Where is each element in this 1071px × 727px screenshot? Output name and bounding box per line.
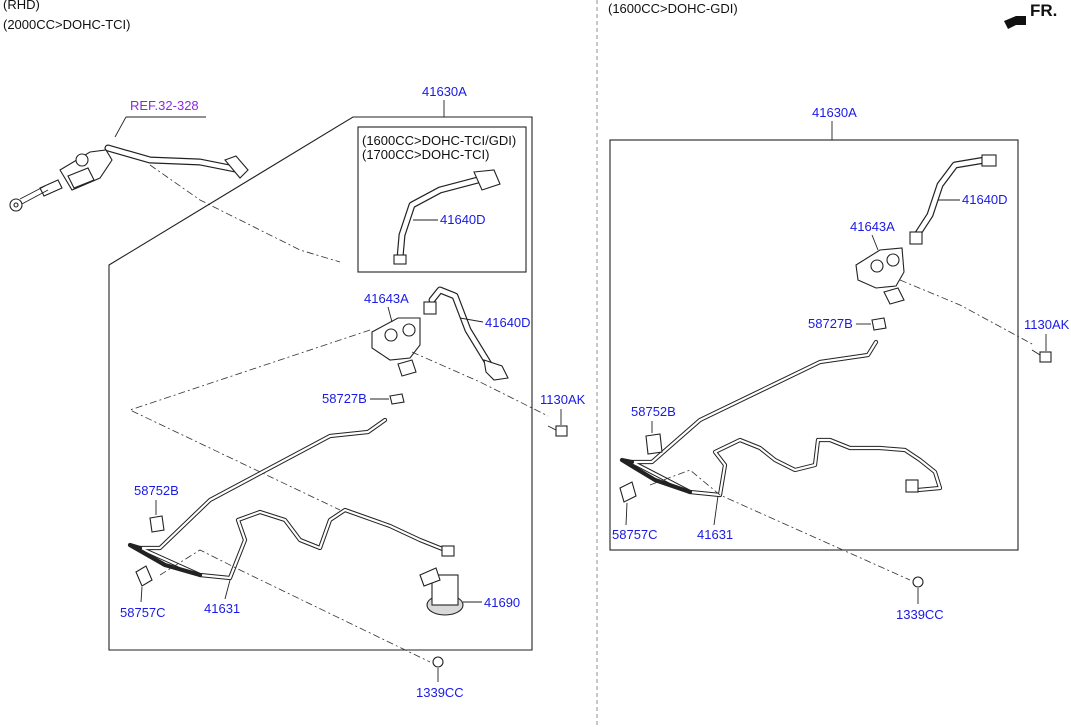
right-assembly-frame [609, 139, 1019, 551]
left-pipe-leader [224, 579, 231, 600]
right-hose-label[interactable]: 41640D [962, 192, 1008, 207]
right-clamp-58757c [619, 481, 637, 503]
right-hose-drawing [909, 154, 997, 245]
right-clip-58752b [645, 433, 663, 455]
inset-variant-line2: (1700CC>DOHC-TCI) [362, 147, 490, 162]
left-release-cylinder [419, 545, 464, 616]
left-hose-leader [459, 317, 484, 323]
left-clip2-label[interactable]: 58752B [134, 483, 179, 498]
left-nut-1339cc [432, 656, 444, 668]
left-clip-58752b [149, 515, 165, 533]
right-assembly-label[interactable]: 41630A [812, 105, 857, 120]
master-cylinder-drawing [9, 144, 249, 212]
front-label: FR. [1030, 1, 1057, 20]
left-bracket-drawing [371, 317, 421, 377]
front-arrow-icon [1004, 16, 1026, 29]
right-bracket-drawing [855, 247, 905, 305]
right-clamp-label[interactable]: 58757C [612, 527, 658, 542]
inset-variant-line1: (1600CC>DOHC-TCI/GDI) [362, 133, 516, 148]
right-bolt-1130ak [1031, 349, 1052, 363]
inset-hose-drawing [393, 169, 501, 265]
left-clamp-58757c [135, 565, 153, 587]
inset-box [357, 126, 527, 273]
left-nut-dash [159, 549, 431, 663]
ref-link[interactable]: REF.32-328 [130, 98, 199, 113]
ref-dash-line [149, 164, 341, 263]
right-clip-label[interactable]: 58727B [808, 316, 853, 331]
right-clip-58727b [871, 317, 887, 331]
left-bolt-1130ak [547, 425, 568, 437]
right-bolt-dash [899, 279, 1035, 346]
left-hose-drawing [423, 286, 509, 381]
left-hose-label[interactable]: 41640D [485, 315, 531, 330]
variant-left-engine: (2000CC>DOHC-TCI) [3, 17, 131, 32]
left-bracket-dash [128, 329, 371, 511]
left-pipe-drawing [127, 417, 448, 581]
right-nut-dash [649, 469, 911, 581]
left-clip-58727b [389, 393, 405, 405]
variant-right-engine: (1600CC>DOHC-GDI) [608, 1, 738, 16]
left-cylinder-label[interactable]: 41690 [484, 595, 520, 610]
left-clamp-leader [140, 586, 143, 603]
right-pipe-drawing [619, 339, 943, 498]
right-clamp-leader [625, 502, 628, 526]
ref-leader [114, 116, 127, 138]
left-pipe-label[interactable]: 41631 [204, 601, 240, 616]
right-bracket-label[interactable]: 41643A [850, 219, 895, 234]
right-bracket-leader [871, 234, 879, 251]
left-assembly-frame [108, 116, 533, 651]
left-clip-label[interactable]: 58727B [322, 391, 367, 406]
left-nut-label[interactable]: 1339CC [416, 685, 464, 700]
front-direction-indicator: FR. [1004, 1, 1057, 29]
right-nut-label[interactable]: 1339CC [896, 607, 944, 622]
right-pipe-label[interactable]: 41631 [697, 527, 733, 542]
left-bolt-dash [411, 351, 549, 417]
left-bolt-label[interactable]: 1130AK [540, 392, 586, 407]
left-assembly-label[interactable]: 41630A [422, 84, 467, 99]
right-nut-1339cc [912, 576, 924, 588]
left-bracket-leader [387, 306, 393, 323]
variant-rhd: (RHD) [3, 0, 40, 12]
left-bracket-label[interactable]: 41643A [364, 291, 409, 306]
left-clamp-label[interactable]: 58757C [120, 605, 166, 620]
inset-hose-label[interactable]: 41640D [440, 212, 486, 227]
right-bolt-label[interactable]: 1130AK [1024, 317, 1070, 332]
right-pipe-leader [713, 495, 719, 526]
right-clip2-label[interactable]: 58752B [631, 404, 676, 419]
